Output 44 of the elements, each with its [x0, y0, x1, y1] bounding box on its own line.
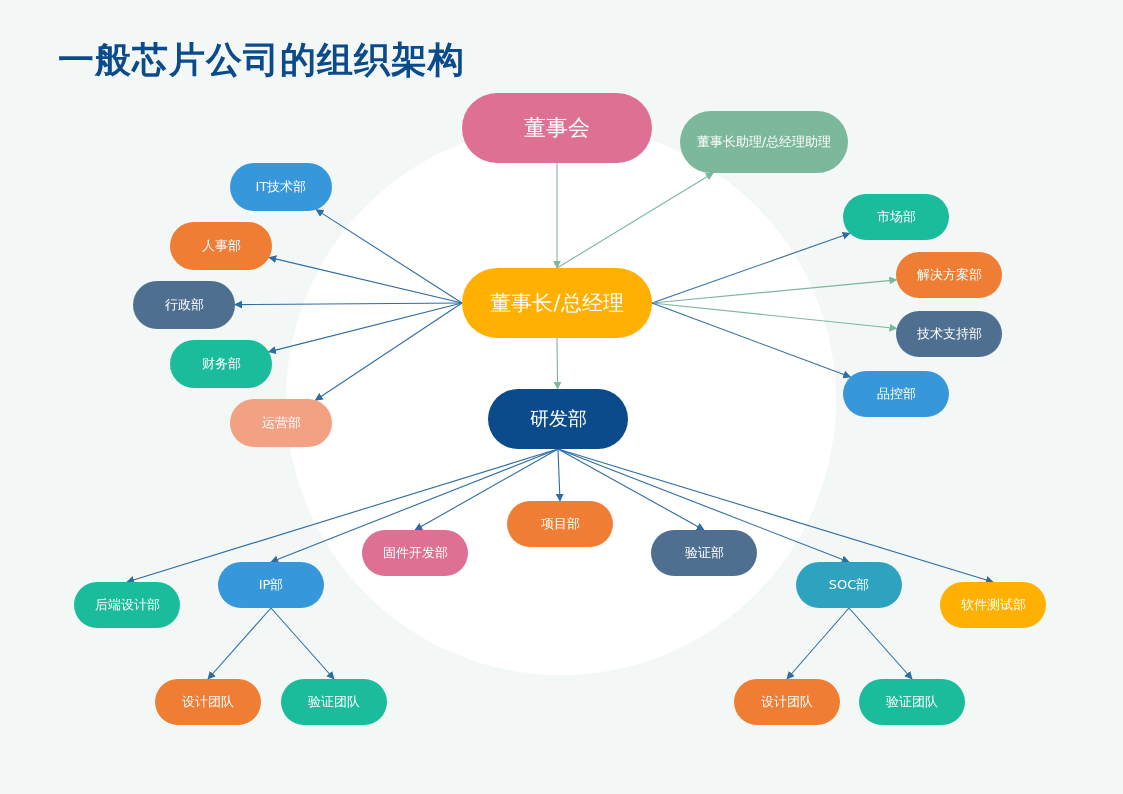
department-box: IP部 [218, 562, 324, 608]
arrow [553, 337, 562, 390]
department-box: 验证团队 [859, 679, 965, 725]
arrow [414, 448, 559, 531]
department-box: 财务部 [170, 340, 272, 388]
arrow [557, 448, 850, 564]
department-box: 后端设计部 [74, 582, 180, 628]
department-box: 研发部 [488, 389, 628, 449]
department-box: 软件测试部 [940, 582, 1046, 628]
department-box: 行政部 [133, 281, 235, 329]
department-box: IT技术部 [230, 163, 332, 211]
department-box: 董事会 [462, 93, 652, 163]
arrow [314, 302, 463, 401]
department-box: 品控部 [843, 371, 949, 417]
arrow [651, 302, 852, 379]
department-box: 人事部 [170, 222, 272, 270]
arrow [651, 302, 898, 332]
department-box: 固件开发部 [362, 530, 468, 576]
arrow [651, 276, 898, 304]
department-box: 技术支持部 [896, 311, 1002, 357]
arrow [267, 302, 463, 354]
department-box: 市场部 [843, 194, 949, 240]
department-box: 董事长助理/总经理助理 [680, 111, 848, 173]
arrow [555, 448, 564, 502]
arrow [786, 607, 850, 680]
department-box: 验证团队 [281, 679, 387, 725]
department-box: 运营部 [230, 399, 332, 447]
department-box: 验证部 [651, 530, 757, 576]
department-box: 设计团队 [155, 679, 261, 725]
arrow [315, 209, 463, 304]
arrow [553, 162, 561, 269]
arrow [207, 607, 272, 680]
department-box: 董事长/总经理 [462, 268, 652, 338]
arrow [270, 448, 559, 564]
arrow [848, 607, 913, 680]
department-box: SOC部 [796, 562, 902, 608]
title: 一般芯片公司的组织架构 [58, 38, 465, 82]
arrow [270, 607, 335, 680]
department-box: 项目部 [507, 501, 613, 547]
department-box: 设计团队 [734, 679, 840, 725]
department-box: 解决方案部 [896, 252, 1002, 298]
arrow [557, 448, 994, 584]
arrow [556, 172, 714, 269]
arrow [234, 300, 463, 309]
